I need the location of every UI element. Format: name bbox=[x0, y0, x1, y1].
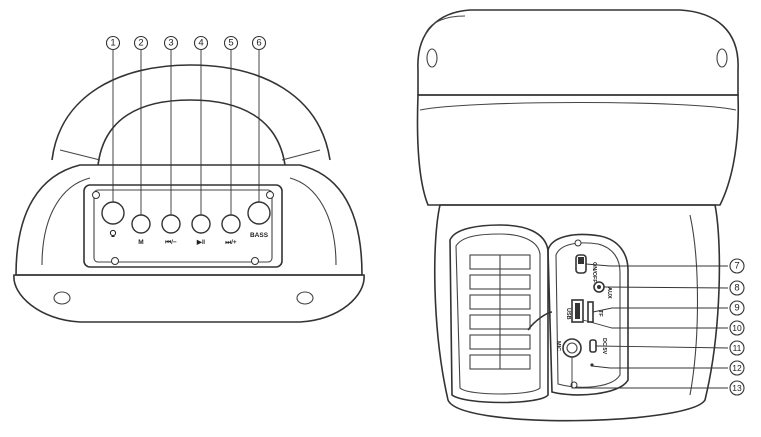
callout-3: 3 bbox=[163, 35, 179, 51]
previous-label: ⏮/− bbox=[165, 239, 177, 246]
front-body bbox=[15, 164, 363, 276]
port-cover-flap[interactable] bbox=[449, 224, 549, 404]
svg-text:3: 3 bbox=[168, 38, 173, 49]
callout-1: 1 bbox=[105, 35, 121, 51]
tf-label: TF bbox=[597, 310, 603, 317]
light-bulb-icon bbox=[109, 229, 117, 237]
next-volume-up-button[interactable]: ⏭/+ bbox=[221, 214, 241, 246]
light-button[interactable] bbox=[101, 201, 125, 237]
on-off-label: ON/OFF bbox=[591, 262, 597, 283]
left-foot bbox=[53, 291, 71, 305]
mic-label: MIC bbox=[555, 341, 561, 351]
panel-screw-icon bbox=[570, 239, 582, 389]
port-panel bbox=[547, 233, 629, 396]
callout-11: 11 bbox=[729, 340, 745, 356]
front-view: M ⏮/− ▶‖ ⏭/+ BASS 1 2 3 4 5 6 bbox=[13, 35, 365, 323]
mic-jack[interactable] bbox=[562, 338, 582, 358]
svg-text:9: 9 bbox=[734, 303, 739, 314]
play-pause-label: ▶‖ bbox=[196, 239, 205, 246]
play-pause-button[interactable]: ▶‖ bbox=[191, 214, 211, 246]
aux-label: AUX bbox=[606, 287, 612, 299]
callout-6: 6 bbox=[251, 35, 267, 51]
panel-screw bbox=[266, 191, 274, 199]
callout-7: 7 bbox=[729, 258, 745, 274]
back-lower-body bbox=[433, 204, 721, 422]
previous-volume-down-button[interactable]: ⏮/− bbox=[161, 214, 181, 246]
svg-text:1: 1 bbox=[110, 38, 115, 49]
mode-label: M bbox=[138, 239, 143, 246]
callout-10: 10 bbox=[729, 320, 745, 336]
svg-text:13: 13 bbox=[732, 383, 742, 393]
right-foot bbox=[296, 291, 314, 305]
svg-text:5: 5 bbox=[228, 38, 233, 49]
control-panel bbox=[83, 184, 283, 268]
svg-text:12: 12 bbox=[732, 363, 742, 373]
panel-screw bbox=[111, 257, 119, 265]
svg-text:2: 2 bbox=[138, 38, 143, 49]
callout-13: 13 bbox=[729, 380, 745, 396]
svg-text:4: 4 bbox=[198, 38, 203, 49]
svg-text:11: 11 bbox=[733, 343, 742, 353]
next-label: ⏭/+ bbox=[225, 239, 237, 246]
callout-9: 9 bbox=[729, 300, 745, 316]
flap-ribs bbox=[469, 254, 531, 370]
back-upper-body bbox=[416, 94, 740, 206]
tf-card-slot[interactable] bbox=[587, 301, 594, 323]
callout-8: 8 bbox=[729, 280, 745, 296]
back-handle bbox=[417, 9, 739, 96]
bass-label: BASS bbox=[250, 232, 269, 239]
front-handle-inner bbox=[97, 99, 286, 166]
usb-port[interactable] bbox=[571, 299, 584, 323]
panel-screw bbox=[251, 257, 259, 265]
svg-text:7: 7 bbox=[734, 261, 739, 272]
speaker-grille bbox=[13, 274, 365, 323]
callout-2: 2 bbox=[133, 35, 149, 51]
front-handle bbox=[51, 64, 331, 161]
back-view: ON/OFF AUX USB TF DC 5V MIC bbox=[416, 9, 745, 422]
dc-charging-port[interactable] bbox=[589, 339, 597, 353]
svg-text:8: 8 bbox=[734, 283, 739, 294]
callout-5: 5 bbox=[223, 35, 239, 51]
mode-button[interactable]: M bbox=[131, 214, 151, 246]
bass-button[interactable]: BASS bbox=[247, 201, 271, 239]
usb-label: USB bbox=[565, 308, 571, 320]
panel-screw bbox=[92, 191, 100, 199]
power-switch[interactable] bbox=[575, 254, 587, 274]
callout-4: 4 bbox=[193, 35, 209, 51]
callout-12: 12 bbox=[729, 360, 745, 376]
svg-text:10: 10 bbox=[732, 323, 742, 333]
aux-jack[interactable] bbox=[593, 281, 605, 293]
svg-text:6: 6 bbox=[256, 38, 261, 49]
